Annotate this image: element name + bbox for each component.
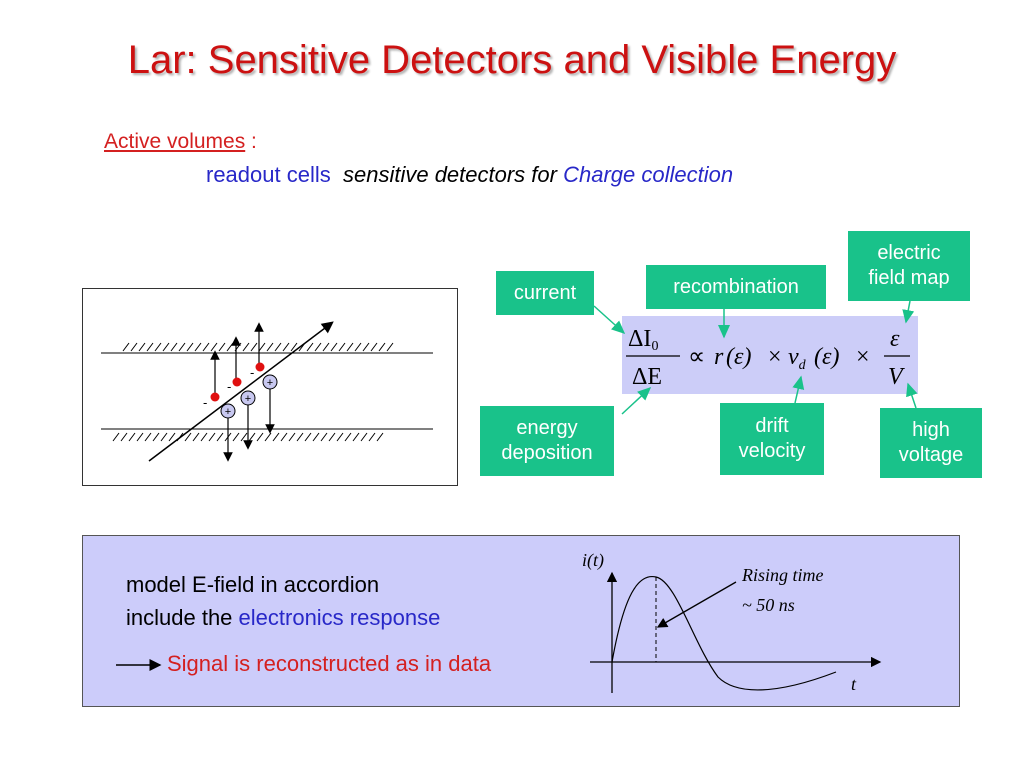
signal-panel [82,535,960,707]
high-label-2: voltage [898,444,964,466]
signal-plot: i(t) t Rising time ~ 50 ns [582,550,882,694]
formula-delta-i: ΔI [628,326,651,352]
electric-field-label-2: field map [868,267,950,289]
electronics-response-text: electronics response [238,605,441,630]
proportional-sign: ∝ [688,344,705,370]
plus-sign: + [267,377,273,389]
drift-label-2: velocity [738,440,806,462]
rising-time-label: Rising time [741,565,824,585]
electron-dot [255,362,265,372]
rising-time-value: ~ 50 ns [742,595,795,615]
plus-sign: + [225,406,231,418]
active-volumes-suffix: : [245,130,257,153]
detector-sketch: - - - + + + [101,321,433,462]
formula-denominator: ΔE [632,364,662,390]
include-prefix: include the [126,605,239,630]
times-sign-1: × [768,344,782,370]
formula-r-arg: (ε) [726,344,751,370]
bottom-electrode-hatch [112,432,384,442]
minus-sign: - [227,379,231,394]
electric-field-map-box: electric field map [848,231,970,301]
formula-v: vd [788,344,807,373]
current-arrow [593,305,626,335]
signal-curve [611,575,837,691]
high-label-1: high [912,419,950,441]
minus-sign: - [203,395,207,410]
energy-label-2: deposition [501,442,593,464]
drift-velocity-box: drift velocity [720,403,824,475]
drift-label-1: drift [755,415,789,437]
energy-deposition-box: energy deposition [480,406,614,476]
electron-dot [210,392,220,402]
detector-sketch-box: - - - + + + [82,288,458,486]
x-axis-label: t [851,674,857,694]
sensitive-detectors-text: sensitive detectors for [342,162,557,187]
electron-dot [232,377,242,387]
particle-track-arrow [148,321,334,462]
current-label: current [513,281,577,304]
readout-line: readout cells sensitive detectors for Ch… [206,162,733,188]
formula-subscript-0: 0 [651,339,658,354]
fraction2-numerator: ε [890,326,900,352]
recombination-label-box: recombination [646,265,826,309]
y-axis-label: i(t) [582,550,604,571]
readout-cells-text: readout cells [206,162,331,187]
ion-circle [220,403,236,419]
times-sign-2: × [856,344,870,370]
active-volumes-heading: Active volumes : [104,130,257,154]
charge-collection-text: Charge collection [563,162,734,187]
include-text: include the electronics response [126,605,440,631]
minus-sign: - [250,365,254,380]
model-text: model E-field in accordion [126,572,380,597]
formula-r: r [714,344,724,370]
signal-text: Signal is reconstructed as in data [167,651,492,676]
recombination-label: recombination [673,275,799,298]
high-voltage-box: high voltage [880,408,982,478]
energy-label-1: energy [516,417,578,439]
plus-sign: + [245,393,251,405]
formula-v-arg: (ε) [814,344,839,370]
rising-time-arrow [656,581,737,628]
signal-arrow [116,659,162,671]
active-volumes-label: Active volumes [104,130,246,153]
fraction2-denominator: V [888,364,905,390]
formula-svg: ΔI0 ΔE ∝ r (ε) × vd (ε) × ε V [626,326,910,390]
top-electrode-hatch [122,342,394,352]
formula-numerator: ΔI0 [628,326,658,354]
ion-circle [240,390,256,406]
formula-box: ΔI0 ΔE ∝ r (ε) × vd (ε) × ε V [622,316,918,394]
ion-circle [262,374,278,390]
electric-field-label-1: electric [877,242,941,264]
current-label-box: current [496,271,594,315]
page-title: Lar: Sensitive Detectors and Visible Ene… [127,38,897,82]
